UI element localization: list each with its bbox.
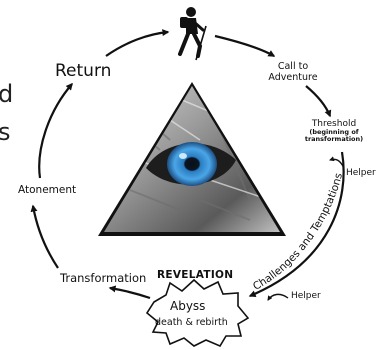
atonement-label: Atonement — [18, 185, 76, 196]
arrow-hero-to-call — [215, 36, 274, 56]
revelation-label: REVELATION — [157, 270, 233, 281]
edge-text-fragment-2: s — [0, 118, 11, 146]
arrow-atonement-to-return — [39, 84, 72, 178]
arrow-abyss-to-transformation — [110, 288, 150, 298]
call-line-2: Adventure — [263, 73, 323, 84]
arrow-return-to-hero — [106, 32, 168, 56]
helper-2-pointer — [268, 294, 288, 300]
arrow-call-to-threshold — [306, 86, 330, 116]
return-label: Return — [55, 63, 111, 80]
transformation-label: Transformation — [60, 273, 146, 285]
edge-text-fragment-1: d — [0, 80, 13, 108]
eye-iris — [167, 142, 217, 186]
call-to-adventure-label: Call to Adventure — [263, 62, 323, 84]
abyss-label: Abyss — [170, 300, 205, 312]
death-rebirth-label: death & rebirth — [155, 318, 228, 328]
eye-triangle — [98, 82, 286, 236]
threshold-note-2: transformation) — [296, 136, 372, 143]
helper-1-label: Helper — [346, 169, 376, 178]
helper-2-label: Helper — [291, 292, 321, 301]
threshold-label: Threshold (beginning of transformation) — [296, 120, 372, 144]
hiker-icon — [180, 7, 206, 60]
helper-1-pointer — [330, 159, 344, 168]
abyss-starburst — [147, 280, 248, 346]
arrow-transformation-to-atonement — [33, 206, 58, 268]
